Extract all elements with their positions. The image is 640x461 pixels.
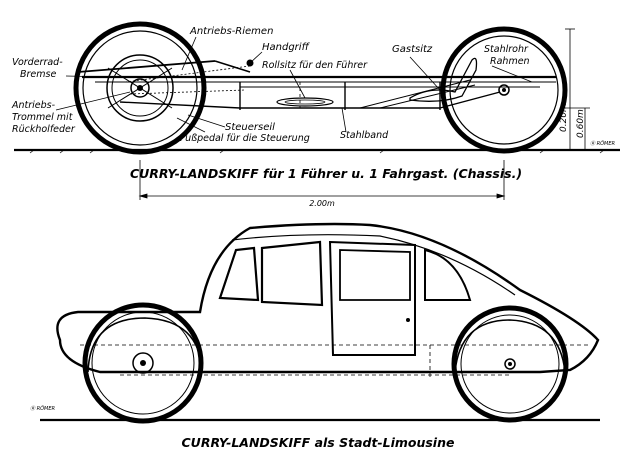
door-handle xyxy=(406,318,410,322)
label-rollsitz: Rollsitz für den Führer xyxy=(262,60,368,71)
label-steuerseil: Steuerseil xyxy=(225,122,275,133)
label-antriebs-trommel-3: Rückholfeder xyxy=(12,124,76,135)
limousine-front-wheel xyxy=(82,302,204,424)
chassis-drawing: 0.20m 0.60m Vorderrad- Bremse Antriebs-R… xyxy=(11,21,620,208)
chassis-frame xyxy=(77,57,556,110)
leader-lines xyxy=(55,36,533,133)
label-stahlrohr-2: Rahmen xyxy=(490,56,530,67)
door-window xyxy=(339,249,411,301)
label-vorderrad-bremse-1: Vorderrad- xyxy=(12,57,63,68)
label-fusspedal: Fußpedal für die Steuerung xyxy=(180,133,310,144)
front-wheel xyxy=(73,21,207,155)
car-body xyxy=(56,222,600,374)
height-dimensions xyxy=(565,28,590,150)
label-handgriff: Handgriff xyxy=(262,42,311,53)
label-antriebs-riemen: Antriebs-Riemen xyxy=(189,26,273,37)
ground-hatch xyxy=(29,149,605,154)
rear-window xyxy=(424,248,472,301)
label-stahlrohr-1: Stahlrohr xyxy=(484,44,529,55)
limousine-rear-wheel xyxy=(451,305,569,423)
signature-bottom: Ⓡ RÖMER xyxy=(30,405,55,412)
label-vorderrad-bremse-2: Bremse xyxy=(20,69,56,80)
label-gastsitz: Gastsitz xyxy=(392,44,433,55)
caption-limousine: CURRY-LANDSKIFF als Stadt-Limousine xyxy=(182,435,455,450)
height-dim-label: 0.20m xyxy=(559,103,569,132)
label-antriebs-trommel-2: Trommel mit xyxy=(12,112,74,123)
length-dim-label: 2.00m xyxy=(309,199,335,208)
signature-top: Ⓡ RÖMER xyxy=(590,140,615,147)
roof-line xyxy=(231,234,516,296)
label-stahlband: Stahlband xyxy=(340,130,389,141)
length-dimension xyxy=(138,160,506,200)
windshield xyxy=(218,246,260,302)
side-window xyxy=(260,240,324,307)
height-dim-total-label: 0.60m xyxy=(576,109,586,138)
caption-chassis: CURRY-LANDSKIFF für 1 Führer u. 1 Fahrga… xyxy=(130,166,522,181)
label-antriebs-trommel-1: Antriebs- xyxy=(11,100,56,111)
door xyxy=(328,240,416,356)
limousine-drawing: Ⓡ RÖMER CURRY-LANDSKIFF als Stadt-Limous… xyxy=(30,222,600,450)
rear-arch xyxy=(454,319,566,373)
